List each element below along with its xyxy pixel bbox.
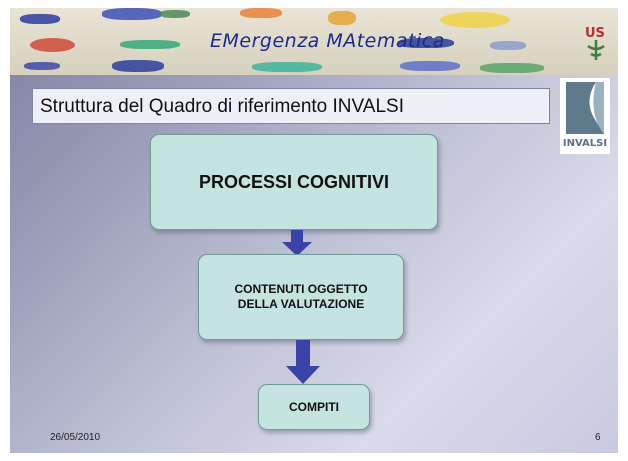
slide-title: Struttura del Quadro di riferimento INVA… bbox=[32, 88, 550, 124]
svg-text:US: US bbox=[585, 26, 605, 41]
down-arrow-icon bbox=[282, 230, 312, 256]
box-label: COMPITI bbox=[289, 400, 339, 414]
header-banner: EMergenza MAtematica US bbox=[10, 8, 618, 75]
decorative-shape bbox=[20, 14, 60, 24]
box-label-line2: DELLA VALUTAZIONE bbox=[237, 297, 365, 311]
decorative-shape bbox=[400, 61, 460, 71]
decorative-shape bbox=[480, 63, 544, 73]
decorative-shape bbox=[440, 12, 510, 28]
decorative-shape bbox=[24, 62, 60, 70]
invalsi-logo: INVALSI bbox=[560, 78, 610, 154]
decorative-shape bbox=[102, 8, 162, 20]
decorative-shape bbox=[240, 8, 282, 18]
down-arrow-icon bbox=[286, 340, 320, 384]
box-label-line1: CONTENUTI OGGETTO bbox=[234, 282, 368, 296]
invalsi-logo-text: INVALSI bbox=[562, 138, 608, 149]
diagram-box-compiti: COMPITI bbox=[258, 384, 370, 430]
decorative-shape bbox=[328, 11, 356, 25]
decorative-shape bbox=[490, 41, 526, 50]
decorative-shape bbox=[112, 60, 164, 72]
decorative-shape bbox=[398, 38, 454, 48]
banner-title: EMergenza MAtematica bbox=[210, 30, 445, 52]
decorative-shape bbox=[30, 38, 75, 52]
decorative-shape bbox=[160, 10, 190, 18]
decorative-shape bbox=[120, 40, 180, 49]
decorative-shape bbox=[252, 62, 322, 72]
diagram-box-contenuti: CONTENUTI OGGETTO DELLA VALUTAZIONE bbox=[198, 254, 404, 340]
box-label: PROCESSI COGNITIVI bbox=[198, 171, 390, 192]
diagram-box-processi-cognitivi: PROCESSI COGNITIVI bbox=[150, 134, 438, 230]
invalsi-logo-icon bbox=[560, 78, 610, 154]
us-logo-icon: US bbox=[585, 26, 605, 60]
footer-date: 26/05/2010 bbox=[50, 432, 101, 443]
slide: EMergenza MAtematica US Struttura del Qu… bbox=[10, 8, 618, 453]
slide-number: 6 bbox=[595, 432, 601, 443]
